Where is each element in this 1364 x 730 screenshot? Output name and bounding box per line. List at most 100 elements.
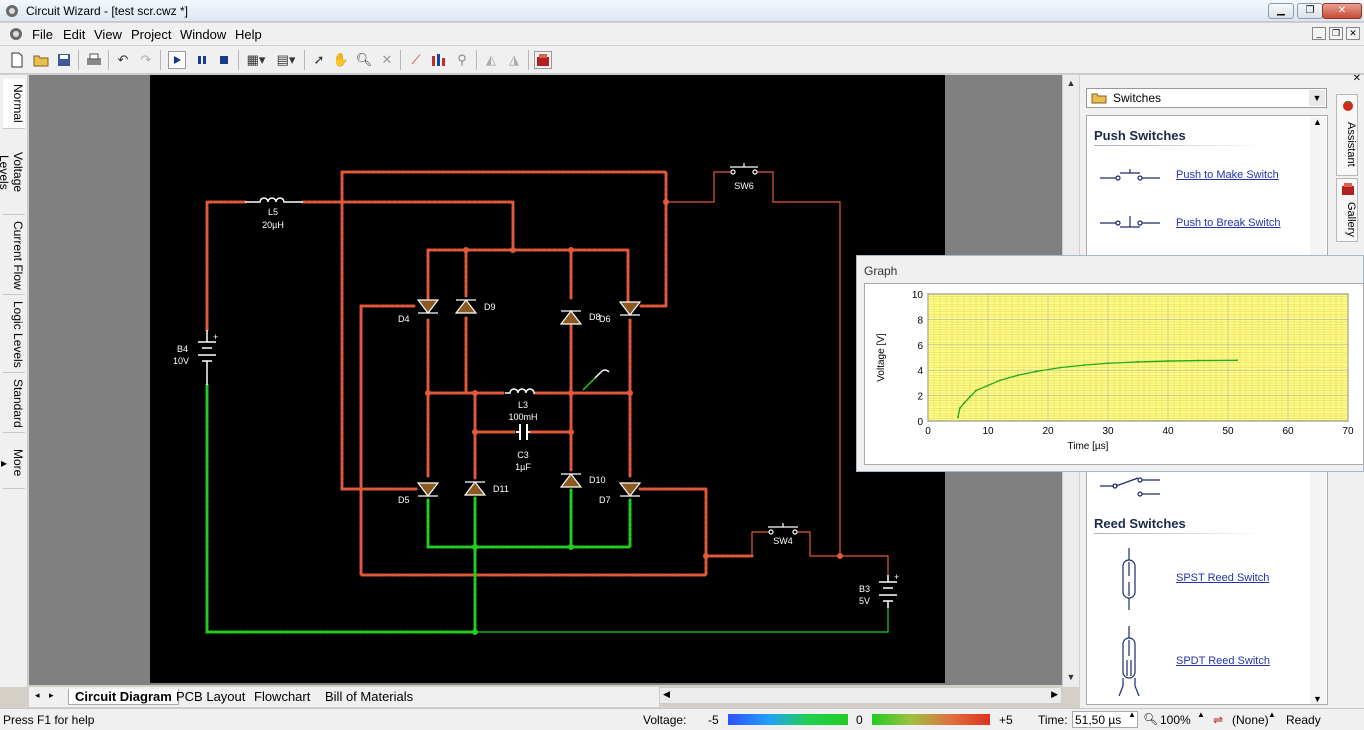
save-icon[interactable] — [55, 51, 73, 69]
battery-b4[interactable]: + — [198, 330, 218, 385]
inductor-l3[interactable] — [505, 388, 535, 394]
diode-d5[interactable] — [416, 482, 440, 497]
gallery-toggle-icon[interactable] — [534, 51, 552, 69]
scroll-down-arrow-icon[interactable]: ▼ — [1066, 672, 1076, 682]
voltage-probe-icon[interactable] — [582, 369, 610, 391]
tab-standard[interactable]: Standard — [3, 375, 25, 433]
pause-icon[interactable] — [193, 51, 211, 69]
push-to-break-switch-icon[interactable] — [1098, 213, 1162, 233]
gallery-scroll-up-icon[interactable]: ▲ — [1313, 117, 1322, 127]
switch-sw4[interactable] — [768, 523, 798, 535]
mdi-minimize-button[interactable]: _ — [1312, 27, 1326, 40]
push-to-break-switch-link[interactable]: Push to Break Switch — [1176, 217, 1281, 229]
menu-file[interactable]: File — [32, 27, 53, 42]
stop-icon[interactable] — [215, 51, 233, 69]
menu-project[interactable]: Project — [131, 27, 172, 42]
tab-more[interactable]: More ▸ — [0, 437, 25, 489]
diode-d11[interactable] — [463, 481, 487, 496]
x-tick-label: 20 — [1042, 426, 1054, 437]
mdi-close-button[interactable]: ✕ — [1346, 27, 1360, 40]
tab-scroll-left-icon[interactable]: ◂ — [35, 690, 40, 700]
status-help-text: Press F1 for help — [3, 713, 95, 727]
scroll-left-arrow-icon[interactable]: ◀ — [663, 689, 670, 699]
zoom-value[interactable]: 100% — [1160, 713, 1191, 727]
combo-dropdown-icon[interactable]: ▼ — [1309, 90, 1325, 106]
tab-logic-levels[interactable]: Logic Levels — [3, 297, 25, 373]
minimize-button[interactable]: ▁ — [1268, 3, 1294, 19]
tab-voltage-levels[interactable]: Voltage Levels — [0, 131, 25, 215]
scroll-up-arrow-icon[interactable]: ▲ — [1066, 78, 1076, 88]
menu-help[interactable]: Help — [235, 27, 262, 42]
l3-name-label: L3 — [518, 400, 528, 410]
probe-icon[interactable]: ⟋ — [411, 52, 421, 67]
spst-reed-switch-link[interactable]: SPST Reed Switch — [1176, 572, 1270, 584]
open-folder-icon[interactable] — [32, 51, 50, 69]
inductor-l5[interactable] — [245, 197, 303, 203]
x-tick-label: 0 — [925, 426, 931, 437]
tab-flowchart[interactable]: Flowchart — [254, 689, 311, 704]
zoom-spin-icon[interactable]: ▲ — [1197, 710, 1205, 719]
diode-d7[interactable] — [618, 482, 642, 497]
menu-edit[interactable]: Edit — [63, 27, 86, 42]
diode-d6[interactable] — [618, 301, 642, 316]
circuit-diagram[interactable]: + + L5 20µH B4 10V SW6 SW4 D4 D9 D8 — [150, 75, 945, 683]
scroll-right-arrow-icon[interactable]: ▶ — [1051, 689, 1058, 699]
battery-b3[interactable]: + — [879, 572, 899, 608]
probe-value[interactable]: (None) — [1232, 713, 1269, 727]
series-point — [975, 389, 977, 392]
panel-close-icon[interactable]: ✕ — [1352, 73, 1361, 84]
tab-bill-of-materials[interactable]: Bill of Materials — [325, 689, 414, 704]
pan-hand-icon[interactable]: ✋ — [332, 52, 350, 67]
spdt-reed-switch-link[interactable]: SPDT Reed Switch — [1176, 655, 1270, 667]
diode-d4[interactable] — [416, 299, 440, 314]
category-combo[interactable]: Switches ▼ — [1086, 88, 1327, 108]
undo-icon[interactable]: ↶ — [117, 52, 129, 67]
select-pointer-icon[interactable]: ➚ — [313, 52, 325, 67]
mdi-restore-button[interactable]: ❐ — [1329, 27, 1343, 40]
tab-assistant[interactable]: Assistant — [1336, 94, 1358, 176]
horizontal-scrollbar[interactable]: ◀ ▶ — [659, 687, 1062, 704]
diode-d8[interactable] — [559, 310, 583, 325]
push-to-make-switch-link[interactable]: Push to Make Switch — [1176, 169, 1279, 181]
time-value-field[interactable]: 51,50 µs — [1072, 711, 1138, 728]
circuit-canvas[interactable]: + + L5 20µH B4 10V SW6 SW4 D4 D9 D8 — [150, 75, 945, 683]
close-button[interactable]: ✕ — [1322, 3, 1362, 19]
tree-icon[interactable]: ⚲ — [457, 52, 467, 67]
changeover-switch-icon[interactable] — [1098, 476, 1162, 500]
zoom-icon[interactable]: 🔍︎ — [355, 52, 373, 67]
run-simulation-icon[interactable] — [168, 51, 186, 69]
restore-button[interactable]: ❐ — [1297, 3, 1323, 19]
gallery-scroll-down-icon[interactable]: ▼ — [1313, 694, 1322, 704]
menu-view[interactable]: View — [94, 27, 122, 42]
time-spin-icon[interactable]: ▲ — [1128, 710, 1136, 719]
spst-reed-switch-icon[interactable] — [1119, 548, 1139, 610]
layout-dropdown-icon[interactable]: ▤▾ — [276, 52, 296, 67]
menu-window[interactable]: Window — [180, 27, 227, 42]
tab-circuit-diagram[interactable]: Circuit Diagram — [68, 689, 179, 705]
diode-d9[interactable] — [454, 299, 478, 314]
print-icon[interactable] — [85, 51, 103, 69]
tab-normal[interactable]: Normal — [3, 79, 25, 129]
component-dropdown-icon[interactable]: ▦▾ — [246, 52, 266, 67]
series-line[interactable] — [957, 359, 1238, 418]
document-tabs: ◂ ▸ Circuit Diagram PCB Layout Flowchart… — [29, 687, 659, 707]
diode-d10[interactable] — [559, 473, 583, 488]
switch-sw6[interactable] — [730, 163, 758, 175]
delete-icon[interactable]: ✕ — [381, 52, 393, 67]
tab-scroll-right-icon[interactable]: ▸ — [49, 690, 54, 700]
new-file-icon[interactable] — [8, 51, 26, 69]
document-icon[interactable] — [8, 26, 24, 42]
tab-current-flow[interactable]: Current Flow — [3, 217, 25, 295]
flip-right-icon[interactable]: ◮ — [509, 52, 519, 67]
capacitor-c3[interactable] — [516, 424, 530, 440]
tab-gallery[interactable]: Gallery — [1336, 178, 1358, 242]
probe-spin-icon[interactable]: ▲ — [1268, 710, 1276, 719]
graph-icon[interactable] — [430, 51, 448, 69]
tab-pcb-layout[interactable]: PCB Layout — [176, 689, 246, 704]
push-to-make-switch-icon[interactable] — [1098, 166, 1162, 186]
spdt-reed-switch-icon[interactable] — [1115, 626, 1143, 698]
redo-icon[interactable]: ↷ — [140, 52, 152, 67]
flip-left-icon[interactable]: ◭ — [486, 52, 496, 67]
